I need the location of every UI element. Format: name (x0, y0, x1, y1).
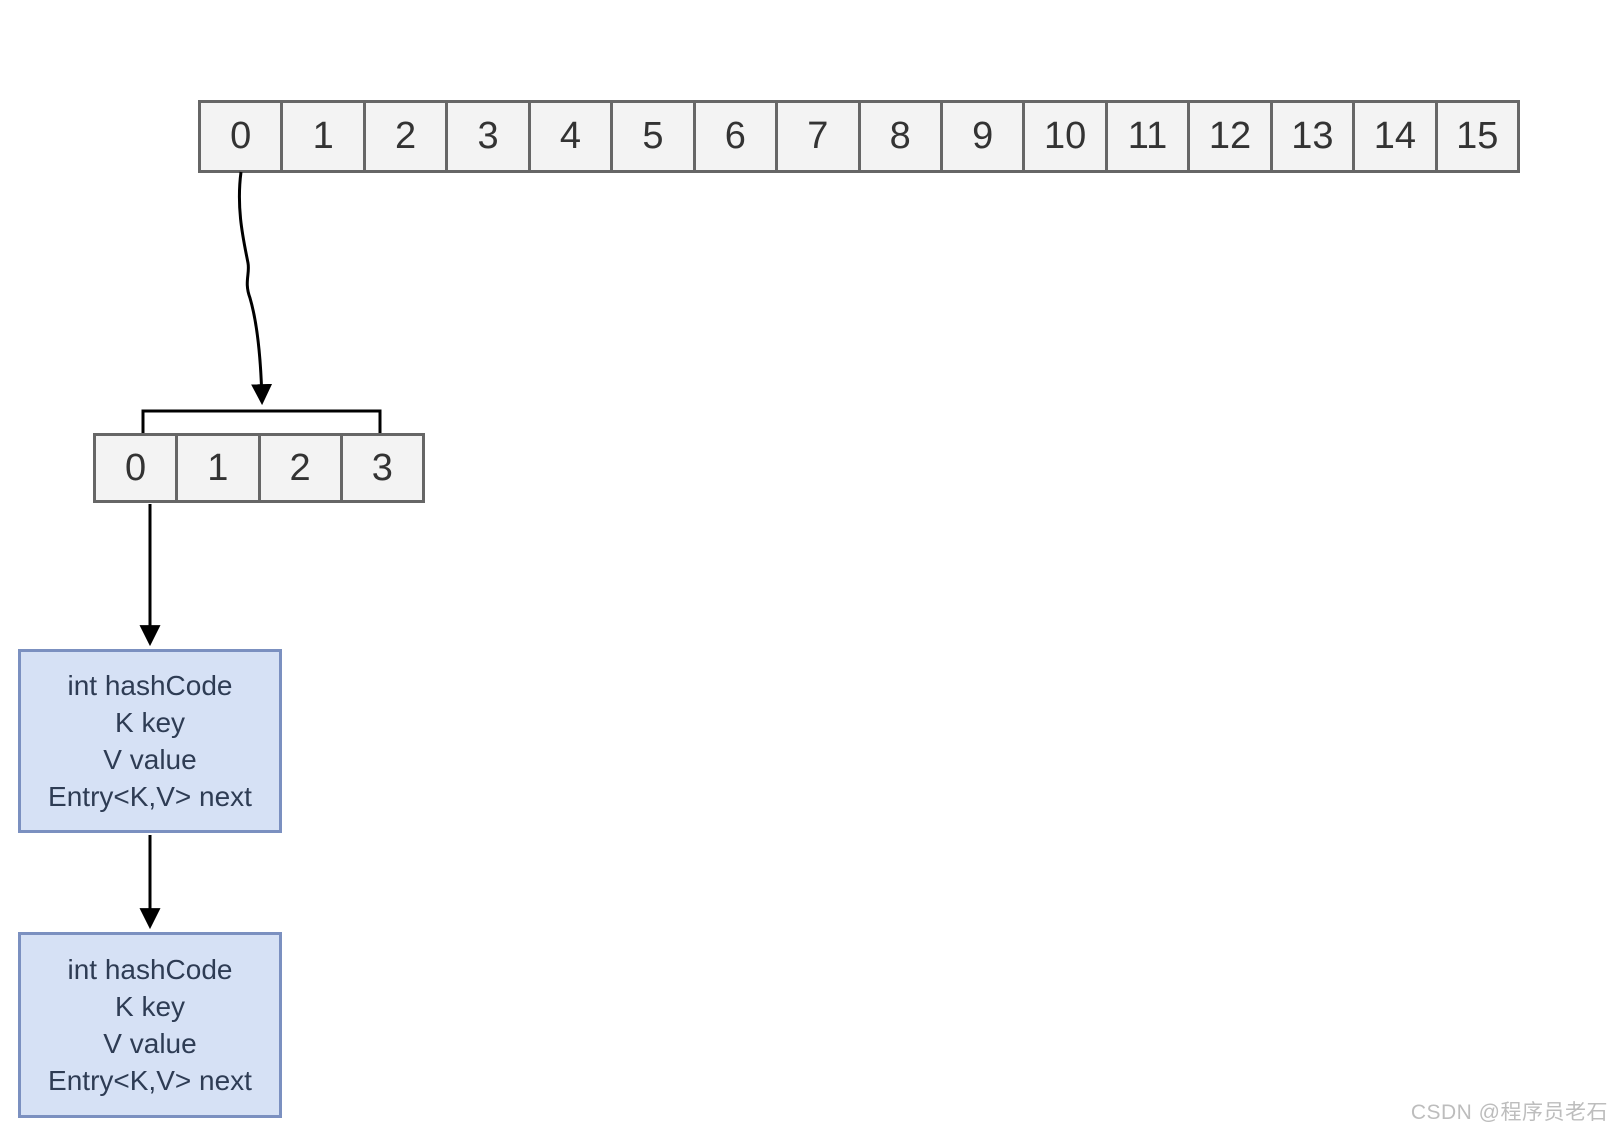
array-cell: 4 (530, 103, 614, 170)
array-cell: 2 (260, 436, 343, 500)
array-cell: 3 (448, 103, 531, 170)
array-cell: 0 (96, 436, 179, 500)
entry-field: Entry<K,V> next (48, 781, 252, 812)
array-cell: 3 (342, 436, 422, 500)
entry-field: int hashCode (67, 670, 233, 701)
array-cell: 12 (1190, 103, 1273, 170)
array-cell: 2 (365, 103, 449, 170)
array-cell: 13 (1272, 103, 1356, 170)
array-cell: 15 (1437, 103, 1517, 170)
entry-field: int hashCode (67, 954, 233, 985)
entry-field: Entry<K,V> next (48, 1065, 252, 1096)
array-cell: 1 (283, 103, 366, 170)
array-cell: 7 (778, 103, 861, 170)
array-cell: 11 (1107, 103, 1191, 170)
array-cell: 0 (201, 103, 284, 170)
entry-field: V value (103, 1028, 197, 1059)
array-cell: 6 (695, 103, 779, 170)
array-cell: 8 (860, 103, 943, 170)
bucket-bracket (141, 409, 382, 434)
slot0-to-bucket-arrow (237, 171, 273, 406)
entry-field: K key (114, 707, 186, 738)
array-cell: 9 (942, 103, 1026, 170)
array-cell: 5 (613, 103, 696, 170)
array-cell: 10 (1025, 103, 1108, 170)
entry-field: V value (103, 744, 197, 775)
array-cell: 1 (178, 436, 261, 500)
csdn-watermark: CSDN @程序员老石 (1410, 1101, 1608, 1124)
array-cell: 14 (1355, 103, 1438, 170)
entry-field: K key (114, 991, 186, 1022)
